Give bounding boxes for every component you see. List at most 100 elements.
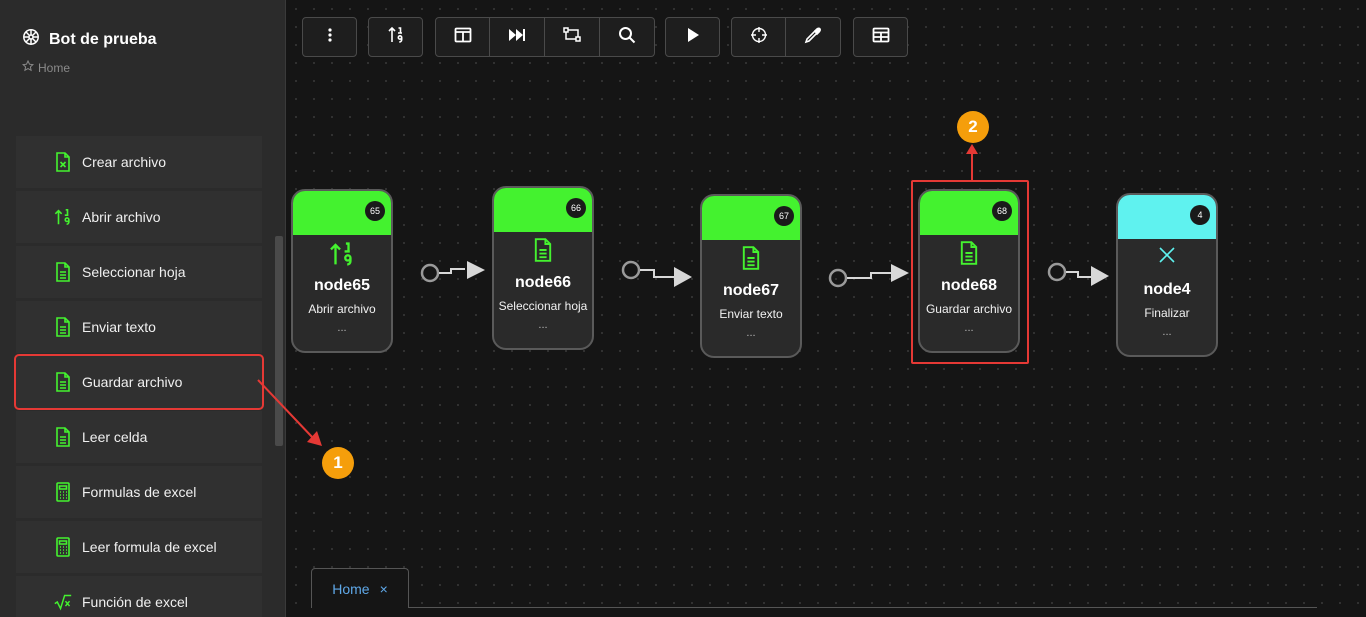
tab-label: Home bbox=[332, 580, 370, 597]
search-button[interactable] bbox=[600, 17, 655, 57]
flow-canvas[interactable]: 65 node65 Abrir archivo ... 66 node66 Se… bbox=[287, 0, 1366, 617]
node-badge: 68 bbox=[992, 201, 1012, 221]
node-label: Finalizar bbox=[1144, 306, 1190, 320]
tab-bar: Home × bbox=[311, 568, 1317, 608]
crosshair-icon bbox=[750, 26, 768, 49]
app-brand: Bot de prueba bbox=[22, 28, 157, 51]
flow-node-66[interactable]: 66 node66 Seleccionar hoja ... bbox=[492, 186, 594, 350]
document-icon bbox=[54, 372, 72, 392]
close-icon bbox=[1118, 245, 1216, 271]
sort-icon bbox=[387, 26, 405, 49]
annotation-marker-2: 2 bbox=[957, 111, 989, 143]
sidebar-item-label: Crear archivo bbox=[82, 154, 167, 170]
sort-button[interactable] bbox=[368, 17, 423, 57]
node-more: ... bbox=[538, 319, 548, 331]
square-root-icon bbox=[54, 592, 72, 612]
toolbar-group-sort bbox=[368, 17, 423, 57]
sidebar-item-formulas-de-excel[interactable]: Formulas de excel bbox=[16, 466, 262, 518]
sidebar-item-label: Función de excel bbox=[82, 594, 188, 610]
sidebar-item-label: Leer celda bbox=[82, 429, 148, 445]
sidebar-item-label: Formulas de excel bbox=[82, 484, 197, 500]
more-vertical-icon bbox=[327, 27, 332, 47]
connector-65-66 bbox=[420, 261, 485, 283]
sidebar-item-crear-archivo[interactable]: Crear archivo bbox=[16, 136, 262, 188]
document-icon bbox=[920, 241, 1018, 267]
node-name: node66 bbox=[514, 274, 571, 291]
calculator-icon bbox=[54, 482, 72, 502]
sidebar-item-seleccionar-hoja[interactable]: Seleccionar hoja bbox=[16, 246, 262, 298]
breadcrumb-home[interactable]: Home bbox=[38, 60, 71, 75]
node-highlight-box bbox=[911, 180, 1029, 364]
transform-button[interactable] bbox=[545, 17, 600, 57]
sidebar-item-funcion-de-excel[interactable]: Función de excel bbox=[16, 576, 262, 617]
node-header: 67 bbox=[702, 196, 800, 240]
sidebar-item-leer-formula-de-excel[interactable]: Leer formula de excel bbox=[16, 521, 262, 573]
node-name: node65 bbox=[313, 277, 370, 294]
node-more: ... bbox=[337, 322, 347, 334]
toolbar-group-view bbox=[435, 17, 655, 57]
eyedropper-button[interactable] bbox=[786, 17, 841, 57]
play-icon bbox=[686, 27, 700, 48]
skip-forward-icon bbox=[508, 28, 526, 47]
tab-close-button[interactable]: × bbox=[379, 580, 388, 597]
toolbar-group-menu bbox=[302, 17, 357, 57]
sidebar-item-label: Abrir archivo bbox=[82, 209, 161, 225]
play-button[interactable] bbox=[665, 17, 720, 57]
calculator-icon bbox=[54, 537, 72, 557]
more-options-button[interactable] bbox=[302, 17, 357, 57]
node-header: 68 bbox=[920, 191, 1018, 235]
node-more: ... bbox=[964, 322, 974, 334]
tab-home[interactable]: Home × bbox=[311, 568, 409, 608]
node-label: Seleccionar hoja bbox=[498, 299, 588, 313]
document-icon bbox=[54, 427, 72, 447]
sidebar-scrollbar[interactable] bbox=[275, 236, 283, 446]
flow-node-67[interactable]: 67 node67 Enviar texto ... bbox=[700, 194, 802, 358]
node-header: 66 bbox=[494, 188, 592, 232]
transform-icon bbox=[563, 26, 581, 48]
sidebar-item-enviar-texto[interactable]: Enviar texto bbox=[16, 301, 262, 353]
connector-67-68 bbox=[828, 264, 909, 288]
star-icon bbox=[21, 59, 35, 75]
table-button[interactable] bbox=[853, 17, 908, 57]
node-label: Abrir archivo bbox=[308, 302, 376, 316]
sort-numeric-icon bbox=[54, 207, 72, 227]
crosshair-button[interactable] bbox=[731, 17, 786, 57]
toolbar-group-run bbox=[665, 17, 720, 57]
table-icon bbox=[872, 27, 890, 48]
node-label: Guardar archivo bbox=[925, 302, 1013, 316]
breadcrumb[interactable]: Home bbox=[21, 59, 71, 75]
sidebar-item-label: Leer formula de excel bbox=[82, 539, 217, 555]
search-icon bbox=[618, 26, 636, 49]
sidebar: Bot de prueba Home Crear archivo Abrir a… bbox=[0, 0, 286, 617]
node-more: ... bbox=[746, 327, 756, 339]
toolbar-group-tools bbox=[731, 17, 841, 57]
node-name: node68 bbox=[940, 277, 997, 294]
sidebar-item-guardar-archivo[interactable]: Guardar archivo bbox=[14, 354, 264, 410]
node-name: node67 bbox=[722, 282, 779, 299]
document-icon bbox=[54, 317, 72, 337]
sidebar-item-abrir-archivo[interactable]: Abrir archivo bbox=[16, 191, 262, 243]
flow-node-68[interactable]: 68 node68 Guardar archivo ... bbox=[918, 189, 1020, 353]
sidebar-item-label: Guardar archivo bbox=[82, 374, 183, 390]
sidebar-item-leer-celda[interactable]: Leer celda bbox=[16, 411, 262, 463]
node-label: Enviar texto bbox=[719, 307, 783, 321]
node-badge: 66 bbox=[566, 198, 586, 218]
annotation-arrow-2 bbox=[966, 144, 978, 180]
sidebar-item-label: Enviar texto bbox=[82, 319, 156, 335]
node-badge: 4 bbox=[1190, 205, 1210, 225]
layout-button[interactable] bbox=[435, 17, 490, 57]
sort-numeric-icon bbox=[293, 241, 391, 267]
flow-node-4[interactable]: 4 node4 Finalizar ... bbox=[1116, 193, 1218, 357]
connector-66-67 bbox=[621, 260, 692, 287]
node-name: node4 bbox=[1143, 281, 1191, 298]
document-icon bbox=[702, 246, 800, 272]
annotation-marker-1: 1 bbox=[322, 447, 354, 479]
node-badge: 65 bbox=[365, 201, 385, 221]
node-header: 65 bbox=[293, 191, 391, 235]
toolbar-group-table bbox=[853, 17, 908, 57]
node-badge: 67 bbox=[774, 206, 794, 226]
sidebar-item-label: Seleccionar hoja bbox=[82, 264, 186, 280]
app-title: Bot de prueba bbox=[49, 30, 157, 48]
flow-node-65[interactable]: 65 node65 Abrir archivo ... bbox=[291, 189, 393, 353]
skip-forward-button[interactable] bbox=[490, 17, 545, 57]
